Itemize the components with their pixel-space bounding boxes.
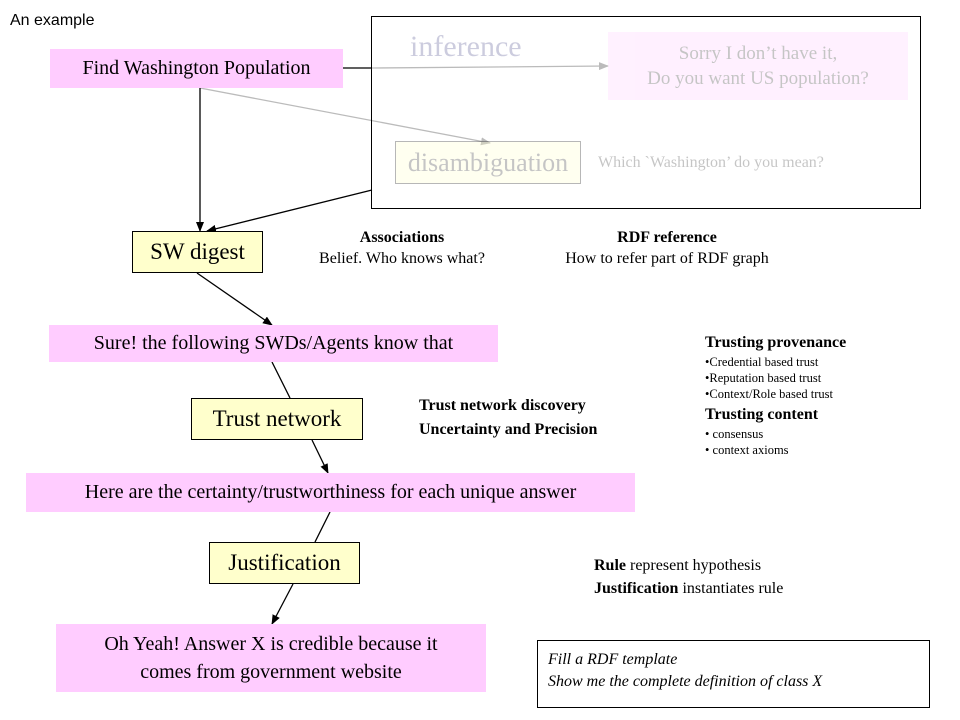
content-list: consensus context axioms [705,426,945,458]
template-line-1: Fill a RDF template [548,651,678,668]
arrow-swdigest-to-sure [196,272,273,326]
arrow-justification-to-ohyeah [271,583,294,625]
oh-yeah-box: Oh Yeah! Answer X is credible because it… [56,624,486,692]
oh-yeah-line-1: Oh Yeah! Answer X is credible because it [104,633,438,655]
arrow-trust-to-certainty [311,439,329,474]
line-sure-to-trust [271,361,291,399]
rdf-reference-note: RDF reference How to refer part of RDF g… [537,227,797,269]
which-washington-text: Which `Washington’ do you mean? [598,154,824,171]
justification-line: Justification instantiates rule [594,577,783,600]
inference-label: inference [410,30,522,63]
trusting-note: Trusting provenance Credential based tru… [705,333,945,458]
associations-note: Associations Belief. Who knows what? [296,227,508,269]
trust-network-box: Trust network [191,398,363,440]
sorry-box: Sorry I don’t have it, Do you want US po… [608,32,908,100]
content-item: context axioms [705,442,945,458]
rdf-reference-title: RDF reference [617,229,717,246]
rule-bold: Rule [594,557,626,574]
rule-text: represent hypothesis [626,557,762,574]
provenance-list: Credential based trust Reputation based … [705,354,945,402]
arrow-frame-to-swdigest [206,189,373,233]
trust-discovery-note: Trust network discovery Uncertainty and … [419,394,597,442]
sure-box: Sure! the following SWDs/Agents know tha… [49,325,498,362]
template-line-2: Show me the complete definition of class… [548,673,823,690]
trust-discovery-line-1: Trust network discovery [419,397,586,414]
rdf-reference-text: How to refer part of RDF graph [565,250,769,267]
diagram-title: An example [10,12,95,29]
content-item: consensus [705,426,945,442]
trusting-content-title: Trusting content [705,406,819,423]
associations-text: Belief. Who knows what? [319,250,485,267]
trusting-provenance-title: Trusting provenance [705,334,847,351]
sw-digest-box: SW digest [132,231,263,273]
oh-yeah-line-2: comes from government website [140,661,402,683]
rule-line: Rule represent hypothesis [594,554,783,577]
disambiguation-box: disambiguation [395,141,581,184]
rule-note: Rule represent hypothesis Justification … [594,554,783,600]
justification-bold: Justification [594,580,679,597]
certainty-box: Here are the certainty/trustworthiness f… [26,473,635,512]
arrow-to-disambiguation [199,87,491,146]
arrow-to-sorry [371,62,609,71]
sorry-line-1: Sorry I don’t have it, [678,43,838,64]
inference-frame [371,16,921,209]
provenance-item: Credential based trust [705,354,945,370]
associations-title: Associations [359,229,445,246]
rdf-template-box: Fill a RDF template Show me the complete… [537,640,930,708]
provenance-item: Reputation based trust [705,370,945,386]
justification-text: instantiates rule [678,580,784,597]
provenance-item: Context/Role based trust [705,386,945,402]
justification-box: Justification [209,542,360,584]
line-certainty-to-justification [314,511,331,543]
find-washington-box: Find Washington Population [50,49,343,88]
trust-discovery-line-2: Uncertainty and Precision [419,421,598,438]
sorry-line-2: Do you want US population? [647,68,869,89]
